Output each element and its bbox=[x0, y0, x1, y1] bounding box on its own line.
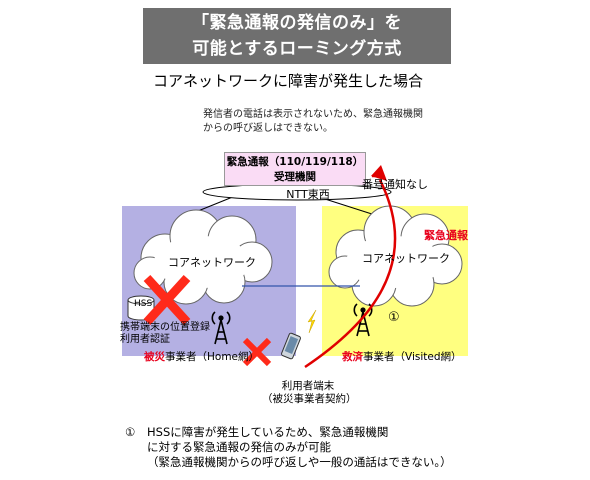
footer-line-2: に対する緊急通報の発信のみが可能 bbox=[147, 440, 331, 454]
visited-core-cloud bbox=[328, 205, 463, 307]
user-device-line-1: 利用者端末 bbox=[281, 380, 335, 392]
ntt-visited-link bbox=[324, 198, 376, 216]
visited-carrier-rest: 事業者（Visited網） bbox=[363, 351, 462, 363]
emergency-receiver-box: 緊急通報（110/119/118） 受理機関 bbox=[224, 152, 366, 186]
title-line-1: 「緊急通報の発信のみ」を bbox=[192, 13, 402, 33]
visited-carrier-label: 救済事業者（Visited網） bbox=[342, 349, 462, 364]
cross-mark-icon bbox=[143, 274, 191, 326]
home-carrier-label: 被災事業者（Home網） bbox=[144, 349, 259, 364]
footer-marker: ① bbox=[125, 425, 136, 439]
receiver-line-2: 受理機関 bbox=[274, 171, 316, 183]
emergency-call-arrow bbox=[304, 179, 397, 369]
receiver-line-1: 緊急通報（110/119/118） bbox=[226, 156, 364, 168]
footer-line-1: HSSに障害が発生しているため、緊急通報機関 bbox=[147, 425, 389, 439]
home-carrier-accent: 被災 bbox=[144, 351, 165, 363]
callback-note: 発信者の電話は表示されないため、緊急通報機関 からの呼び返しはできない。 bbox=[203, 108, 423, 136]
title-banner: 「緊急通報の発信のみ」を 可能とするローミング方式 bbox=[143, 8, 451, 64]
no-caller-id-label: 番号通知なし bbox=[362, 178, 428, 191]
hss-desc-line-2: 利用者認証 bbox=[120, 334, 170, 345]
home-core-label: コアネットワーク bbox=[168, 256, 256, 269]
visited-carrier-accent: 救済 bbox=[342, 351, 363, 363]
user-device-label: 利用者端末 （被災事業者契約） bbox=[262, 380, 357, 406]
scenario-subtitle: コアネットワークに障害が発生した場合 bbox=[153, 72, 424, 90]
user-device-line-2: （被災事業者契約） bbox=[262, 393, 357, 405]
lightning-icon bbox=[307, 309, 317, 334]
antenna-tower-icon bbox=[211, 311, 231, 345]
mobile-phone-icon bbox=[281, 332, 301, 360]
hss-description: 携帯端末の位置登録 利用者認証 bbox=[120, 322, 210, 346]
step-marker: ① bbox=[388, 310, 400, 325]
callback-note-line-1: 発信者の電話は表示されないため、緊急通報機関 bbox=[203, 109, 423, 120]
callback-note-line-2: からの呼び返しはできない。 bbox=[203, 123, 333, 134]
cross-mark-icon bbox=[242, 337, 272, 367]
footer-note: HSSに障害が発生しているため、緊急通報機関 に対する緊急通報の発信のみが可能 … bbox=[147, 425, 452, 470]
ntt-label: NTT東西 bbox=[286, 188, 330, 201]
footer-line-3: （緊急通報機関からの呼び返しや一般の通話はできない。） bbox=[147, 455, 452, 469]
title-line-2: 可能とするローミング方式 bbox=[192, 39, 402, 59]
emergency-call-label: 緊急通報 bbox=[424, 229, 468, 242]
home-carrier-rest: 事業者（Home網） bbox=[165, 351, 260, 363]
hss-desc-line-1: 携帯端末の位置登録 bbox=[120, 322, 210, 333]
home-core-cloud bbox=[133, 209, 273, 305]
visited-core-label: コアネットワーク bbox=[362, 252, 450, 265]
hss-label: HSS bbox=[134, 299, 153, 309]
